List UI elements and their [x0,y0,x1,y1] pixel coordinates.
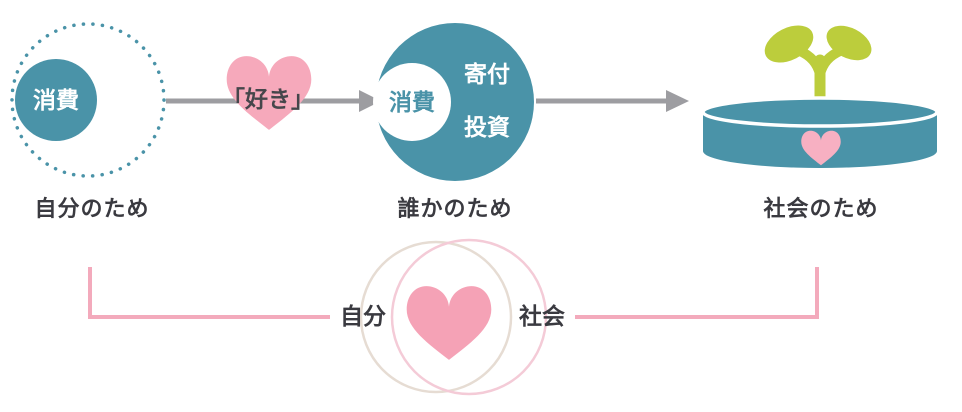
transition-like: 「好き」 [166,56,381,130]
stage-society: 社会のため [701,25,939,221]
giving-circle [376,23,534,181]
bracket-left [88,267,330,319]
transition-to-society [536,90,689,112]
sprout-icon [764,25,872,114]
donation-label: 寄付 [464,61,510,87]
caption-society: 社会のため [763,196,878,221]
dotted-circle [10,22,166,178]
overlap-ring-right [390,238,548,396]
overlap-heart-icon [406,286,492,360]
consumption-label: 消費 [33,87,79,113]
inner-consumption-label: 消費 [389,89,435,115]
caption-self: 自分のため [34,196,149,221]
caption-someone: 誰かのため [397,196,512,221]
bracket-right [575,267,819,319]
planter-icon [701,96,939,168]
self-label: 自分 [340,303,386,329]
arrow-head-icon [666,90,689,112]
planter-heart-icon [801,130,841,166]
overlap-ring-left [359,240,513,394]
planter-rim [701,96,939,128]
consumption-circle [15,59,97,141]
overlap-legend: 自分 社会 [88,238,819,396]
investment-label: 投資 [464,114,510,140]
like-label: 「好き」 [222,86,314,112]
like-heart-icon [226,56,312,130]
society-label: 社会 [519,303,565,329]
arrow-head-icon [359,90,381,112]
stage-someone: 消費 寄付 投資 誰かのため [373,23,534,221]
stage-self: 消費 自分のため [10,22,166,221]
inner-consumption-circle [373,63,451,141]
